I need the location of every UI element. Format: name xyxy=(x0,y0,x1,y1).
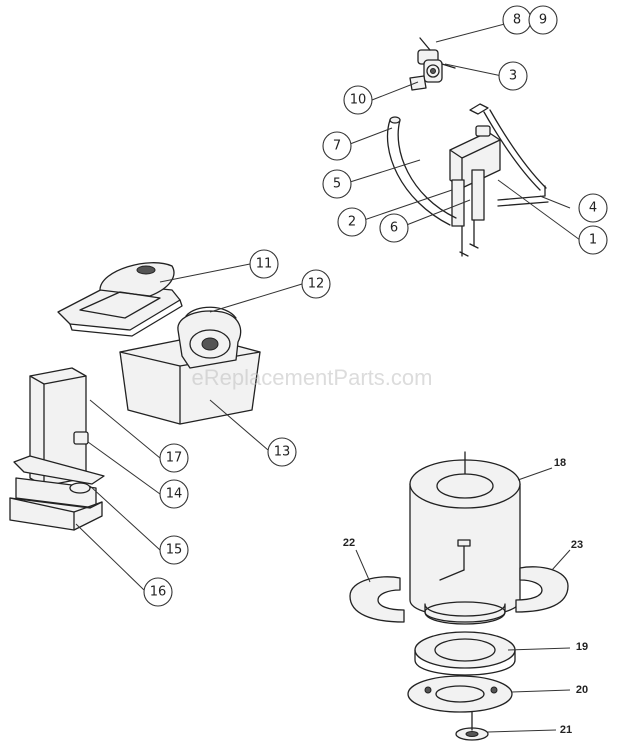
valve-assembly xyxy=(409,37,456,91)
svg-text:10: 10 xyxy=(350,93,367,108)
callout-4: 4 xyxy=(578,193,608,223)
callout-9: 9 xyxy=(528,5,558,35)
chute-housing xyxy=(119,306,261,425)
callout-13: 13 xyxy=(267,437,297,467)
svg-text:15: 15 xyxy=(166,543,183,558)
lid xyxy=(57,262,183,337)
callout-6: 6 xyxy=(379,213,409,243)
label-22: 22 xyxy=(343,537,355,549)
lower-rings xyxy=(407,631,516,741)
svg-text:17: 17 xyxy=(166,451,183,466)
label-18: 18 xyxy=(554,457,566,469)
svg-text:8: 8 xyxy=(513,13,521,28)
svg-text:16: 16 xyxy=(150,585,167,600)
callout-1: 1 xyxy=(578,225,608,255)
svg-text:6: 6 xyxy=(390,221,398,236)
svg-text:9: 9 xyxy=(539,13,547,28)
svg-text:3: 3 xyxy=(509,69,517,84)
callout-10: 10 xyxy=(343,85,373,115)
leader-lines xyxy=(75,19,581,733)
callout-17: 17 xyxy=(159,443,189,473)
callout-8: 8 xyxy=(502,5,532,35)
callout-5: 5 xyxy=(322,169,352,199)
callout-7: 7 xyxy=(322,131,352,161)
svg-text:13: 13 xyxy=(274,445,291,460)
svg-text:2: 2 xyxy=(348,215,356,230)
watermark-text: eReplacementParts.com xyxy=(192,365,433,390)
motor-canister xyxy=(409,451,521,625)
svg-text:4: 4 xyxy=(589,201,597,216)
callout-3: 3 xyxy=(498,61,528,91)
svg-text:12: 12 xyxy=(308,277,325,292)
callout-12: 12 xyxy=(301,269,331,299)
label-21: 21 xyxy=(560,724,572,736)
side-brackets xyxy=(349,566,569,623)
label-23: 23 xyxy=(571,539,583,551)
tank-assembly xyxy=(386,103,549,257)
svg-text:14: 14 xyxy=(166,487,183,502)
svg-text:5: 5 xyxy=(333,177,341,192)
svg-text:7: 7 xyxy=(333,139,341,154)
svg-text:11: 11 xyxy=(256,257,273,272)
callout-11: 11 xyxy=(249,249,279,279)
callout-15: 15 xyxy=(159,535,189,565)
svg-text:1: 1 xyxy=(589,233,597,248)
vertical-chute xyxy=(9,367,105,531)
callout-14: 14 xyxy=(159,479,189,509)
callout-16: 16 xyxy=(143,577,173,607)
label-19: 19 xyxy=(576,641,588,653)
label-20: 20 xyxy=(576,684,588,696)
callout-2: 2 xyxy=(337,207,367,237)
